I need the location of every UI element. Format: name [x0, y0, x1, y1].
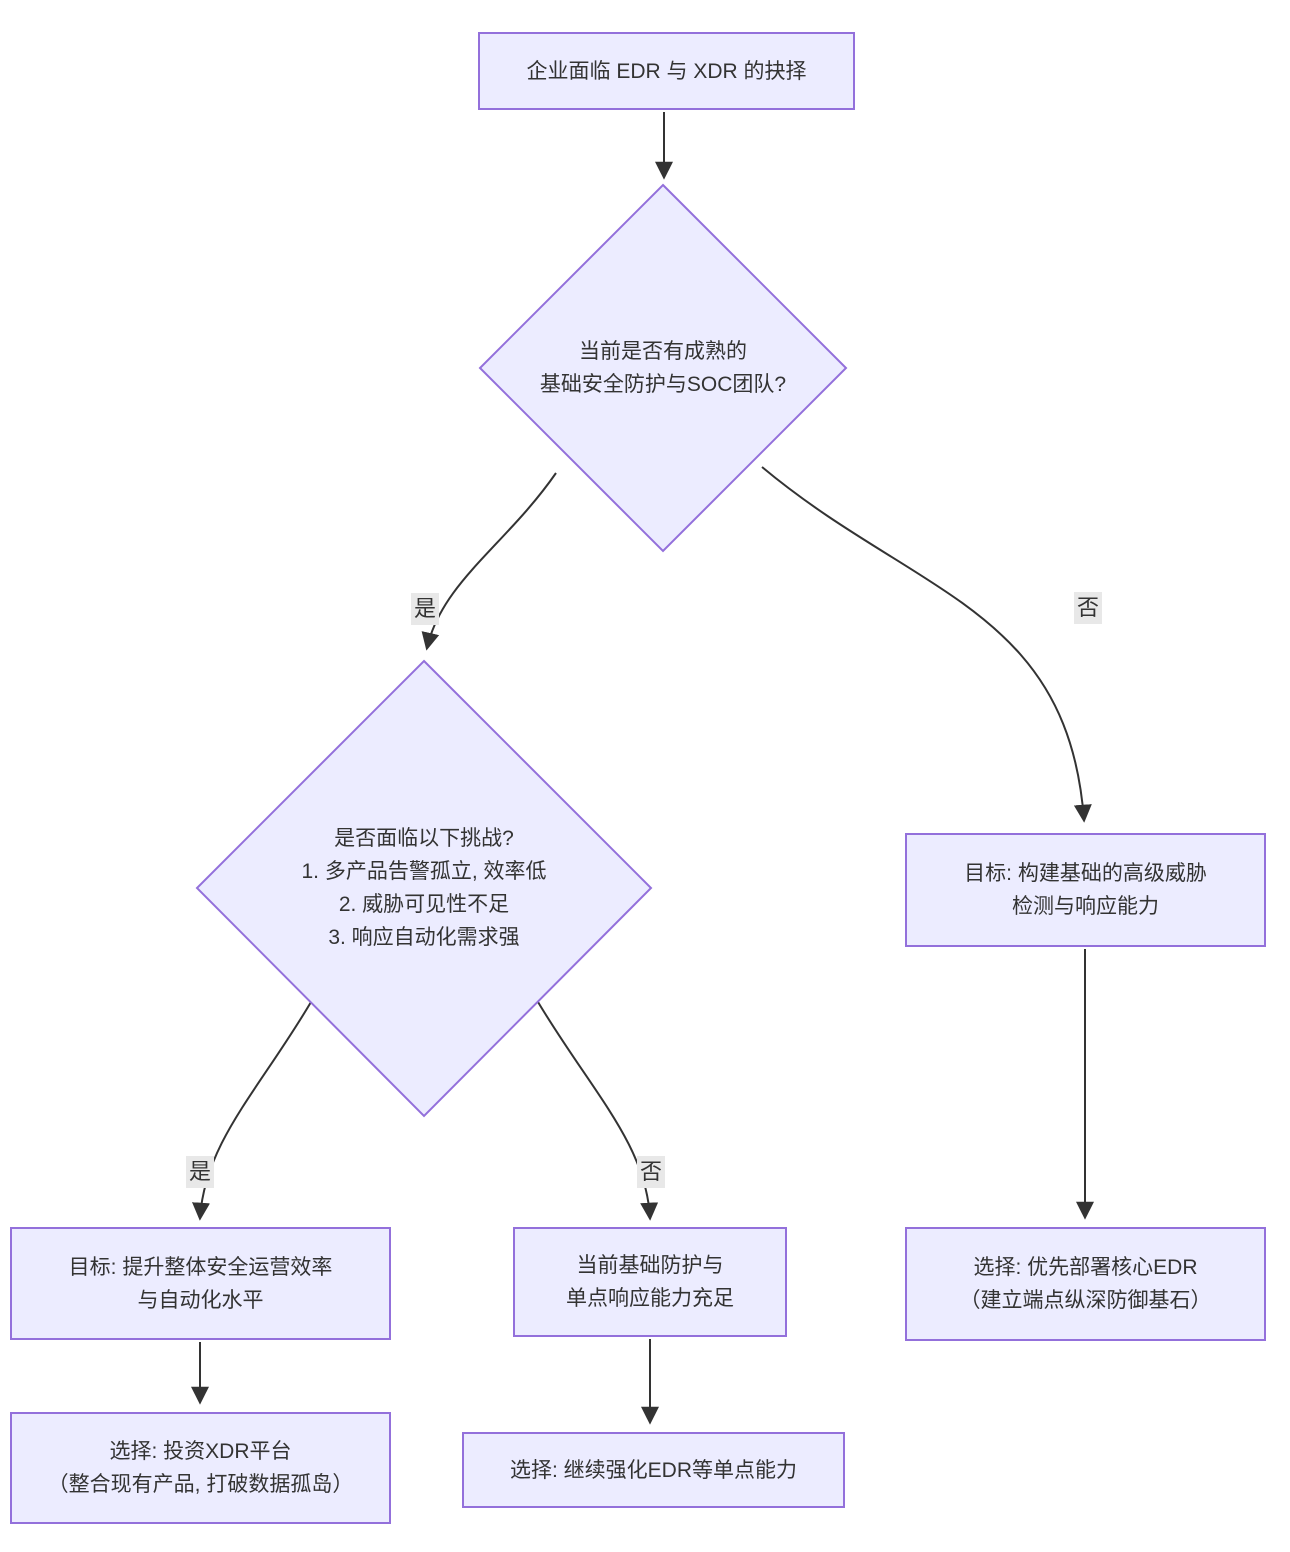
- node-choice-edr-strengthen-line: 选择: 继续强化EDR等单点能力: [509, 1458, 797, 1482]
- edge-decision1-goal-edr: [761, 466, 1092, 823]
- edge-label-no-1: 否: [1073, 592, 1103, 624]
- node-choice-edr-core-line: （建立端点纵深防御基石）: [959, 1289, 1212, 1312]
- node-choice-edr-strengthen: 选择: 继续强化EDR等单点能力: [462, 1432, 845, 1508]
- edge-label-yes-1: 是: [410, 593, 440, 625]
- node-sufficient-line: 当前基础防护与: [576, 1254, 724, 1277]
- edge-label-yes-2: 是: [185, 1156, 215, 1188]
- node-decision1-shape: [478, 183, 848, 553]
- edge-label-no-2: 否: [636, 1156, 666, 1188]
- node-choice-xdr-line: 选择: 投资XDR平台: [109, 1440, 292, 1463]
- node-start: 企业面临 EDR 与 XDR 的抉择: [478, 32, 855, 110]
- node-choice-xdr: 选择: 投资XDR平台 （整合现有产品, 打破数据孤岛）: [10, 1412, 391, 1524]
- node-goal-xdr-line: 目标: 提升整体安全运营效率: [68, 1255, 333, 1279]
- node-goal-xdr: 目标: 提升整体安全运营效率 与自动化水平: [10, 1227, 391, 1340]
- node-sufficient: 当前基础防护与 单点响应能力充足: [513, 1227, 787, 1337]
- edge-decision2-sufficient: [537, 1001, 659, 1221]
- node-decision2-shape: [195, 659, 653, 1118]
- node-choice-edr-core: 选择: 优先部署核心EDR （建立端点纵深防御基石）: [905, 1227, 1266, 1341]
- node-goal-edr: 目标: 构建基础的高级威胁 检测与响应能力: [905, 833, 1266, 947]
- node-start-line: 企业面临 EDR 与 XDR 的抉择: [526, 59, 807, 83]
- node-goal-xdr-line: 与自动化水平: [137, 1288, 264, 1312]
- node-choice-xdr-line: （整合现有产品, 打破数据孤岛）: [47, 1473, 354, 1496]
- node-goal-edr-line: 目标: 构建基础的高级威胁: [964, 862, 1207, 885]
- node-goal-edr-line: 检测与响应能力: [1012, 895, 1159, 918]
- node-choice-edr-core-line: 选择: 优先部署核心EDR: [973, 1256, 1198, 1279]
- edge-decision1-decision2: [421, 472, 557, 651]
- edge-decision2-goal-xdr: [192, 1001, 312, 1221]
- node-sufficient-line: 单点响应能力充足: [566, 1287, 734, 1310]
